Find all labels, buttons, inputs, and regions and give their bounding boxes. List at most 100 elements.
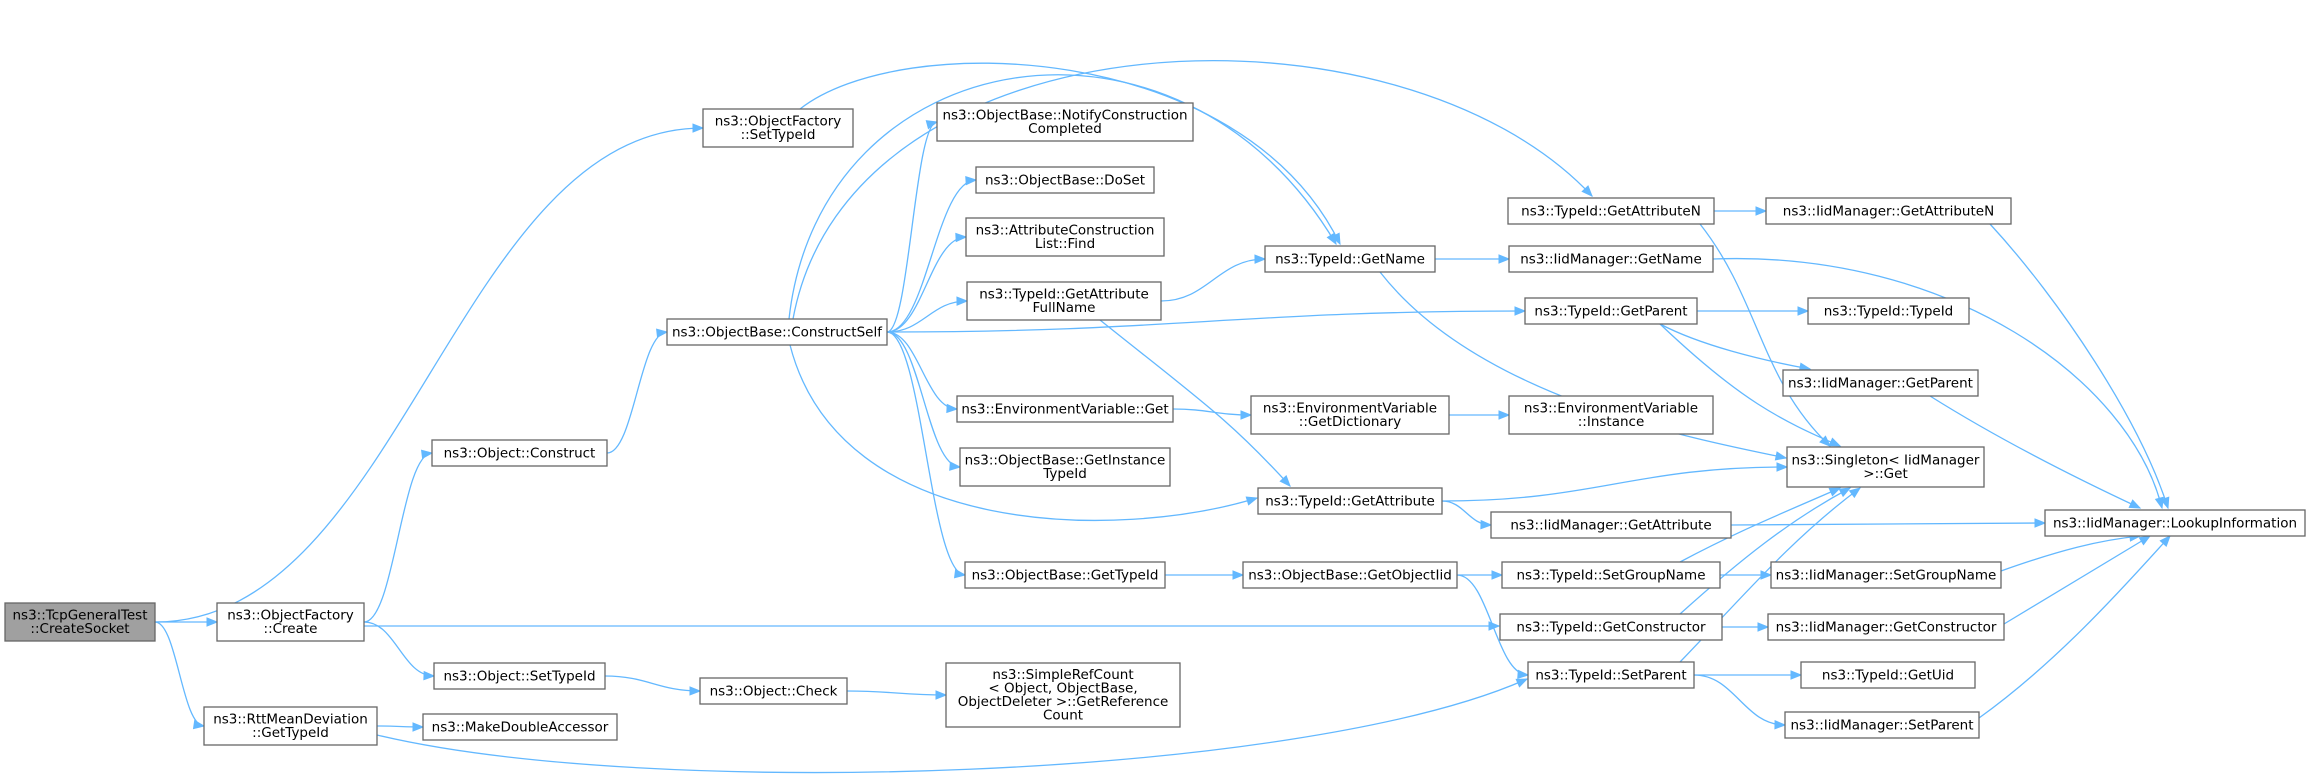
edge-obj_check-to-src_getref <box>846 690 947 696</box>
edge-iid_getattrn-to-iid_lookup-arrowhead <box>2160 496 2170 510</box>
node-src-getref[interactable]: ns3::SimpleRefCount< Object, ObjectBase,… <box>945 662 1181 728</box>
edge-obj_construct-to-ob_constructself <box>606 331 668 454</box>
node-ob-notify[interactable]: ns3::ObjectBase::NotifyConstructionCompl… <box>936 102 1194 142</box>
node-tid-getname[interactable]: ns3::TypeId::GetName <box>1264 245 1436 273</box>
node-of-create[interactable]: ns3::ObjectFactory::Create <box>216 602 365 642</box>
node-box <box>699 677 848 705</box>
edge-ob_constructself-to-acl_find-arrowhead <box>955 232 968 243</box>
node-iid-getname[interactable]: ns3::IidManager::GetName <box>1508 245 1714 273</box>
node-box <box>1508 395 1714 435</box>
node-label: ::Create <box>264 621 318 637</box>
node-of-settypeid[interactable]: ns3::ObjectFactory::SetTypeId <box>702 108 854 148</box>
node-label: ns3::IidManager::SetParent <box>1791 717 1974 733</box>
node-label: ns3::TypeId::GetUid <box>1822 667 1954 683</box>
node-box <box>1257 487 1443 515</box>
edge-env_getdict-to-env_instance-arrowhead <box>1498 410 1511 420</box>
edge-iid_getctor-to-iid_lookup <box>2003 535 2151 625</box>
node-label: ns3::IidManager::GetConstructor <box>1776 619 1997 635</box>
node-label: ns3::AttributeConstruction <box>976 223 1155 239</box>
node-label: ns3::Object::Construct <box>444 445 596 461</box>
node-box <box>975 166 1155 194</box>
node-label: < Object, ObjectBase, <box>988 681 1137 697</box>
node-box <box>1807 297 1970 325</box>
node-ob-doset[interactable]: ns3::ObjectBase::DoSet <box>975 166 1155 194</box>
node-env-instance[interactable]: ns3::EnvironmentVariable::Instance <box>1508 395 1714 435</box>
edge-ob_gettypeid-to-ob_getobjtid-arrowhead <box>1232 570 1245 580</box>
node-iid-getattrn[interactable]: ns3::IidManager::GetAttributeN <box>1765 197 2012 225</box>
node-obj-settypeid[interactable]: ns3::Object::SetTypeId <box>433 662 606 690</box>
node-box <box>702 108 854 148</box>
edge-ob_constructself-to-tid_getattrfull-arrowhead <box>956 296 969 306</box>
edge-tid_getattrfull-to-tid_getname-arrowhead <box>1254 254 1267 264</box>
edge-iid_getparent-to-iid_lookup-arrowhead <box>2128 499 2142 509</box>
node-label: ns3::TypeId::GetName <box>1275 251 1425 267</box>
node-iid-setgroup[interactable]: ns3::IidManager::SetGroupName <box>1770 561 2002 589</box>
node-label: ns3::TypeId::GetParent <box>1534 303 1687 319</box>
node-tid-setparent[interactable]: ns3::TypeId::SetParent <box>1527 661 1695 689</box>
node-env-getdict[interactable]: ns3::EnvironmentVariable::GetDictionary <box>1250 395 1450 435</box>
edge-ob_getobjtid-to-tid_setgroup-arrowhead <box>1491 570 1504 580</box>
edge-ob_getobjtid-to-tid_setparent-arrowhead <box>1517 669 1530 680</box>
node-label: ns3::ObjectFactory <box>227 608 354 624</box>
edge-ob_constructself-to-ob_getinst <box>886 331 961 468</box>
node-label: ns3::IidManager::SetGroupName <box>1776 567 1997 583</box>
node-ob-constructself[interactable]: ns3::ObjectBase::ConstructSelf <box>666 318 888 346</box>
edge-ob_constructself-to-ob_doset-arrowhead <box>965 175 978 186</box>
node-box <box>216 602 365 642</box>
node-obj-construct[interactable]: ns3::Object::Construct <box>431 439 608 467</box>
edge-tid_getctor-to-singleton_get-arrowhead <box>1838 487 1852 498</box>
node-box <box>1767 613 2005 641</box>
node-obj-check[interactable]: ns3::Object::Check <box>699 677 848 705</box>
node-label: ns3::IidManager::LookupInformation <box>2053 515 2297 531</box>
node-label: ns3::ObjectBase::GetInstance <box>965 453 1166 469</box>
node-ob-getobjtid[interactable]: ns3::ObjectBase::GetObjectIid <box>1242 561 1458 589</box>
node-label: ns3::Object::Check <box>710 683 838 699</box>
node-box <box>1501 561 1721 589</box>
edge-ob_constructself-to-tid_getattrn <box>792 60 1593 320</box>
edge-obj_settypeid-to-obj_check <box>604 675 701 692</box>
edge-ob_constructself-to-tid_getname-arrowhead <box>1326 232 1337 246</box>
node-iid-setparent[interactable]: ns3::IidManager::SetParent <box>1784 711 1980 739</box>
edge-tid_getparent-to-singleton_get-arrowhead <box>1828 437 1842 447</box>
edge-rtt_gettypeid-to-tid_setparent-arrowhead <box>1515 678 1529 688</box>
edge-tid_getparent-to-singleton_get <box>1659 323 1841 447</box>
edge-iid_getattr-to-iid_lookup-arrowhead <box>2034 518 2047 528</box>
edge-iid_setgroup-to-iid_lookup <box>2000 535 2141 572</box>
edge-tid_setgroup-to-iid_setgroup-arrowhead <box>1760 570 1773 580</box>
edge-of_create-to-obj_settypeid <box>363 621 435 677</box>
node-iid-lookup[interactable]: ns3::IidManager::LookupInformation <box>2044 509 2306 537</box>
node-box <box>1782 369 1979 397</box>
node-label: Count <box>1043 708 1083 724</box>
node-label: ns3::Singleton< IidManager <box>1792 453 1980 469</box>
node-tcp-create[interactable]: ns3::TcpGeneralTest::CreateSocket <box>4 602 156 642</box>
node-ob-gettypeid[interactable]: ns3::ObjectBase::GetTypeId <box>964 561 1166 589</box>
node-makedouble[interactable]: ns3::MakeDoubleAccessor <box>422 713 618 741</box>
edge-tid_getctor-to-singleton_get <box>1679 487 1851 615</box>
node-tid-getctor[interactable]: ns3::TypeId::GetConstructor <box>1499 613 1723 641</box>
node-iid-getattr[interactable]: ns3::IidManager::GetAttribute <box>1490 511 1732 539</box>
node-iid-getparent[interactable]: ns3::IidManager::GetParent <box>1782 369 1979 397</box>
node-label: FullName <box>1033 300 1096 316</box>
node-tid-getattr[interactable]: ns3::TypeId::GetAttribute <box>1257 487 1443 515</box>
edge-ob_constructself-to-tid_getname <box>788 74 1337 320</box>
node-env-get[interactable]: ns3::EnvironmentVariable::Get <box>956 395 1174 423</box>
node-tid-getattrn[interactable]: ns3::TypeId::GetAttributeN <box>1507 197 1715 225</box>
edge-tid_getname-to-singleton_get-arrowhead <box>1774 451 1788 461</box>
edge-tid_setgroup-to-singleton_get-arrowhead <box>1828 487 1842 497</box>
node-label: ::Instance <box>1578 414 1645 430</box>
node-label: ::GetDictionary <box>1299 414 1401 430</box>
edge-tcp_create-to-rtt_gettypeid <box>154 621 205 727</box>
node-box <box>1508 245 1714 273</box>
node-tid-getuid[interactable]: ns3::TypeId::GetUid <box>1800 661 1976 689</box>
node-singleton-get[interactable]: ns3::Singleton< IidManager >::Get <box>1786 446 1985 488</box>
node-tid-typeid[interactable]: ns3::TypeId::TypeId <box>1807 297 1970 325</box>
node-tid-setgroup[interactable]: ns3::TypeId::SetGroupName <box>1501 561 1721 589</box>
node-tid-getparent[interactable]: ns3::TypeId::GetParent <box>1524 297 1698 325</box>
node-label: ns3::IidManager::GetAttributeN <box>1783 203 1994 219</box>
node-box <box>1784 711 1980 739</box>
node-rtt-gettypeid[interactable]: ns3::RttMeanDeviation::GetTypeId <box>203 706 378 746</box>
node-iid-getctor[interactable]: ns3::IidManager::GetConstructor <box>1767 613 2005 641</box>
